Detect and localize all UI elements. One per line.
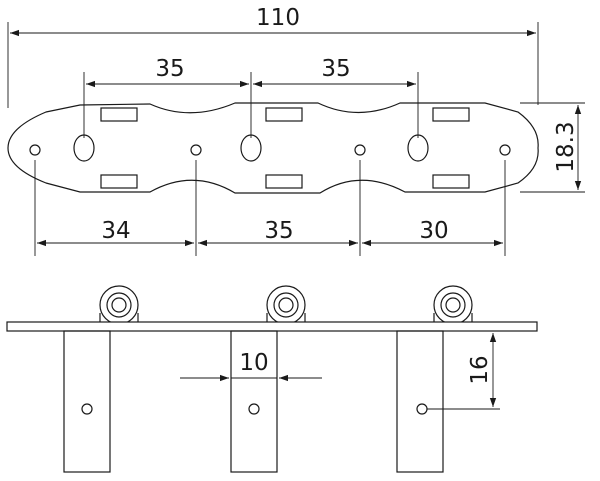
- upper-slot-2: [265, 107, 303, 122]
- upper-slot-3: [432, 107, 470, 122]
- dim-label-pin-spacing-left: 34: [101, 218, 130, 244]
- lower-slot-1: [100, 174, 138, 189]
- tab-hole-3: [416, 403, 428, 415]
- upper-slot-1: [100, 107, 138, 122]
- lower-slot-3: [432, 174, 470, 189]
- large-hole-3: [407, 134, 429, 162]
- large-hole-1: [73, 134, 95, 162]
- dim-label-18-3: 18.3: [553, 121, 579, 172]
- dim-label-hole-pitch-left: 35: [155, 56, 184, 82]
- dimension-height: 18.3: [520, 102, 585, 193]
- dim-label-pin-spacing-right: 30: [419, 218, 448, 244]
- spring-contact-1: [99, 285, 139, 325]
- dimension-tab-hole-depth: 16: [427, 333, 500, 410]
- top-view: [7, 102, 539, 194]
- spring-contact-3: [433, 285, 473, 325]
- small-hole-3: [354, 144, 366, 156]
- plate-side: [6, 321, 538, 332]
- dimension-pin-spacing: 34 35 30: [34, 160, 506, 256]
- tab-hole-1: [81, 403, 93, 415]
- dim-label-16: 16: [467, 355, 493, 384]
- spring-contact-2: [266, 285, 306, 325]
- dimension-hole-pitch: 35 35: [83, 56, 419, 138]
- front-view: [6, 285, 538, 473]
- dim-label-pin-spacing-middle: 35: [264, 218, 293, 244]
- solder-tab-2: [230, 330, 278, 473]
- dimension-overall-length: 110: [7, 5, 539, 108]
- solder-tab-3: [396, 330, 444, 473]
- dim-label-10: 10: [239, 350, 268, 376]
- lower-slot-2: [265, 174, 303, 189]
- dim-label-110: 110: [256, 5, 300, 31]
- dimension-tab-width: 10: [180, 350, 322, 382]
- tab-hole-2: [248, 403, 260, 415]
- small-hole-2: [190, 144, 202, 156]
- large-hole-2: [240, 134, 262, 162]
- plate-outline: [7, 102, 539, 194]
- dim-label-hole-pitch-right: 35: [321, 56, 350, 82]
- small-hole-1: [29, 144, 41, 156]
- solder-tab-1: [63, 330, 111, 473]
- small-hole-4: [499, 144, 511, 156]
